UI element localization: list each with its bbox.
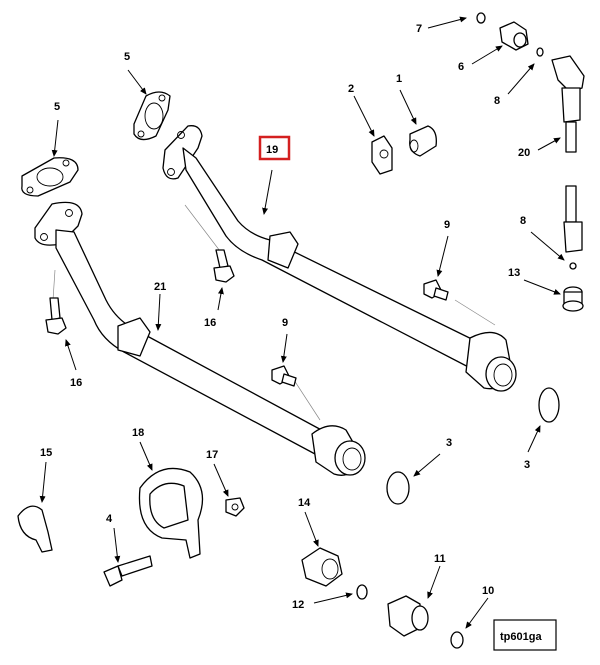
callout-13: 13 [508, 267, 520, 279]
callout-14: 14 [298, 497, 311, 509]
bolt-9-lower[interactable] [271, 365, 297, 387]
bolt-16-right[interactable] [213, 249, 235, 283]
callout-1: 1 [396, 73, 402, 85]
callout-2: 2 [348, 83, 354, 95]
callout-3-right: 3 [524, 459, 530, 471]
callout-4: 4 [106, 513, 113, 525]
callout-16-left: 16 [70, 377, 82, 389]
callout-5-left: 5 [54, 101, 60, 113]
o-ring-8-lower[interactable] [569, 262, 577, 270]
callout-11: 11 [434, 553, 446, 565]
clip-15[interactable] [17, 505, 53, 553]
bracket-18[interactable] [138, 467, 204, 559]
callout-20: 20 [518, 147, 530, 159]
figure-id: tp601ga [500, 631, 542, 643]
clip-2[interactable] [371, 135, 393, 175]
callout-18: 18 [132, 427, 144, 439]
callout-17: 17 [206, 449, 218, 461]
o-ring-10[interactable] [450, 631, 464, 649]
nut-14[interactable] [301, 547, 343, 587]
bolt-16-left[interactable] [45, 297, 67, 335]
callout-8-upper: 8 [494, 95, 500, 107]
callout-10: 10 [482, 585, 494, 597]
callout-19: 19 [266, 144, 278, 156]
leader-lines [39, 16, 565, 629]
callout-3-lower: 3 [446, 437, 452, 449]
callout-6: 6 [458, 61, 464, 73]
callout-9-upper: 9 [444, 219, 450, 231]
gasket-5-left[interactable] [21, 157, 79, 197]
spacer-1[interactable] [409, 125, 437, 157]
callout-9-lower: 9 [282, 317, 288, 329]
callout-21: 21 [154, 281, 166, 293]
callout-16-right: 16 [204, 317, 216, 329]
o-ring-8-upper[interactable] [536, 47, 544, 57]
callout-8-lower: 8 [520, 215, 526, 227]
callout-labels: 7 6 8 20 8 13 1 2 5 5 9 9 16 16 21 3 3 1… [40, 23, 530, 611]
hose-20[interactable] [551, 55, 585, 253]
callout-12: 12 [292, 599, 304, 611]
callout-7: 7 [416, 23, 422, 35]
o-ring-3-right[interactable] [538, 387, 560, 423]
bolt-9-upper[interactable] [423, 279, 449, 301]
tube-19[interactable] [162, 125, 517, 392]
bolt-4[interactable] [103, 555, 153, 587]
o-ring-12[interactable] [356, 584, 368, 600]
tube-21[interactable] [34, 201, 366, 476]
callout-19-highlight[interactable]: 19 [258, 135, 291, 161]
cap-13[interactable] [562, 286, 584, 312]
adapter-11[interactable] [387, 595, 429, 637]
fitting-6[interactable] [499, 21, 529, 51]
callout-5-right: 5 [124, 51, 130, 63]
o-ring-3-lower[interactable] [386, 471, 410, 505]
gasket-5-right[interactable] [133, 91, 171, 141]
o-ring-7[interactable] [476, 12, 486, 24]
figure-id-box: tp601ga [493, 619, 557, 651]
callout-15: 15 [40, 447, 52, 459]
nut-17[interactable] [225, 497, 245, 517]
